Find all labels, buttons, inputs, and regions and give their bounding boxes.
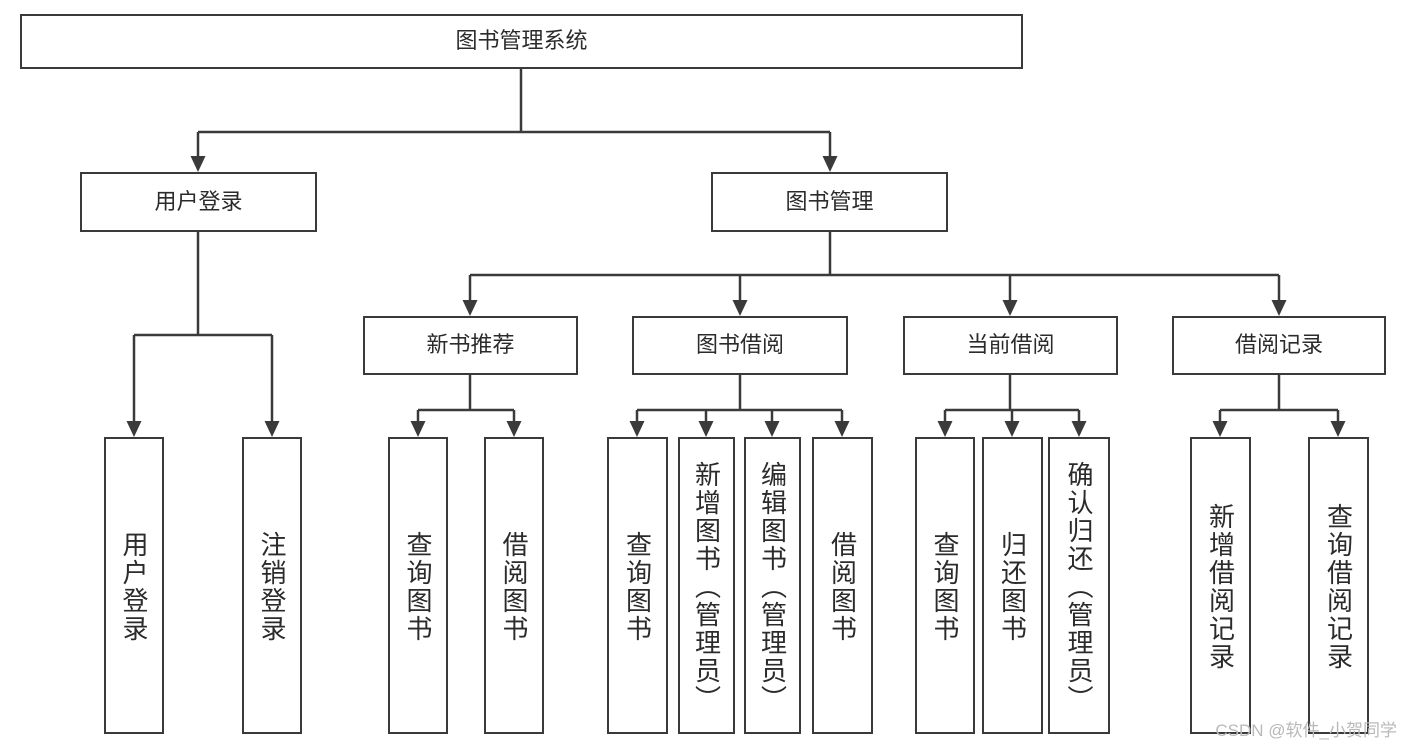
- arrowhead-icon: [1330, 421, 1346, 437]
- csdn-watermark: CSDN @软件_小贺同学: [1215, 721, 1397, 740]
- arrowhead-icon: [1212, 421, 1228, 437]
- node-leaf-add-borrow-record[interactable]: 新增借阅记录: [1190, 437, 1251, 734]
- node-current-borrow[interactable]: 当前借阅: [903, 316, 1118, 375]
- node-label: 用户登录: [119, 530, 149, 643]
- edge-paths: [132, 69, 1340, 430]
- node-label: 新增借阅记录: [1205, 502, 1236, 671]
- node-label: 编辑图书（管理员）: [757, 460, 788, 713]
- arrowhead-icon: [506, 421, 522, 437]
- node-label: 借阅图书: [499, 530, 529, 643]
- node-leaf-query-book-current[interactable]: 查询图书: [915, 437, 975, 734]
- node-book-management[interactable]: 图书管理: [711, 172, 948, 232]
- node-leaf-borrow-book[interactable]: 借阅图书: [812, 437, 873, 734]
- node-label: 查询图书: [622, 530, 653, 643]
- arrowhead-icon: [937, 421, 953, 437]
- arrowhead-icon: [1271, 300, 1287, 316]
- node-leaf-query-borrow-record[interactable]: 查询借阅记录: [1308, 437, 1369, 734]
- node-borrow-record[interactable]: 借阅记录: [1172, 316, 1386, 375]
- arrowhead-icon: [834, 421, 850, 437]
- node-leaf-confirm-return-admin[interactable]: 确认归还（管理员）: [1048, 437, 1110, 734]
- arrowhead-icon: [732, 300, 748, 316]
- node-new-book-recommend[interactable]: 新书推荐: [363, 316, 578, 375]
- node-label: 借阅记录: [1234, 332, 1323, 358]
- arrowhead-icon: [190, 156, 206, 172]
- node-label: 归还图书: [997, 530, 1028, 643]
- arrowhead-icon: [629, 421, 645, 437]
- node-leaf-return-book[interactable]: 归还图书: [982, 437, 1043, 734]
- node-label: 注销登录: [257, 530, 287, 643]
- arrow-heads: [126, 156, 1346, 437]
- arrowhead-icon: [1004, 421, 1020, 437]
- arrowhead-icon: [264, 421, 280, 437]
- node-system-title[interactable]: 图书管理系统: [20, 14, 1023, 69]
- node-leaf-query-book-borrow[interactable]: 查询图书: [607, 437, 668, 734]
- arrowhead-icon: [410, 421, 426, 437]
- node-label: 图书管理系统: [455, 28, 588, 54]
- arrowhead-icon: [462, 300, 478, 316]
- node-label: 图书借阅: [695, 332, 784, 358]
- node-label: 当前借阅: [966, 332, 1055, 358]
- node-leaf-query-book-recommend[interactable]: 查询图书: [388, 437, 448, 734]
- node-leaf-edit-book-admin[interactable]: 编辑图书（管理员）: [744, 437, 801, 734]
- node-label: 查询图书: [403, 530, 433, 643]
- node-leaf-logout-login[interactable]: 注销登录: [242, 437, 302, 734]
- node-label: 新增图书（管理员）: [691, 460, 722, 713]
- node-book-borrow[interactable]: 图书借阅: [632, 316, 848, 375]
- node-leaf-add-book-admin[interactable]: 新增图书（管理员）: [678, 437, 735, 734]
- node-leaf-borrow-book-recommend[interactable]: 借阅图书: [484, 437, 544, 734]
- node-leaf-user-login[interactable]: 用户登录: [104, 437, 164, 734]
- node-user-login[interactable]: 用户登录: [80, 172, 317, 232]
- node-label: 借阅图书: [827, 530, 858, 643]
- node-label: 查询图书: [930, 530, 960, 643]
- arrowhead-icon: [764, 421, 780, 437]
- node-label: 查询借阅记录: [1323, 502, 1354, 671]
- arrowhead-icon: [1071, 421, 1087, 437]
- arrowhead-icon: [126, 421, 142, 437]
- arrowhead-icon: [1002, 300, 1018, 316]
- node-label: 图书管理: [785, 188, 874, 214]
- arrowhead-icon: [822, 156, 838, 172]
- node-label: 新书推荐: [426, 332, 515, 358]
- node-label: 确认归还（管理员）: [1064, 460, 1094, 713]
- arrowhead-icon: [698, 421, 714, 437]
- node-label: 用户登录: [154, 188, 243, 214]
